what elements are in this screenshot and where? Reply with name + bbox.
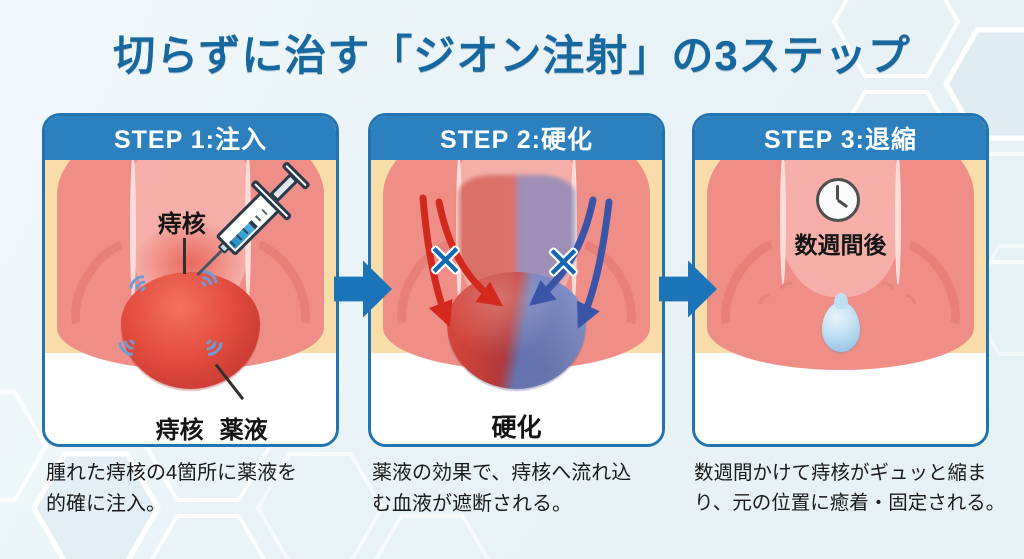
step1-caption: 腫れた痔核の4箇所に薬液を的確に注入。 xyxy=(46,462,298,515)
step2-label-row: 硬化 xyxy=(371,404,662,444)
page-title: 切らずに治す「ジオン注射」の3ステップ xyxy=(113,32,911,79)
drug-solution-label: 薬液 xyxy=(219,417,268,444)
blocked-cross-icon: ✕ xyxy=(427,237,464,286)
clock-icon xyxy=(815,178,860,222)
blocked-cross-icon: ✕ xyxy=(545,239,582,288)
hardened-label: 硬化 xyxy=(491,414,542,442)
step1-panel: STEP 1:注入 痔核 痔核 xyxy=(42,113,339,447)
step3-header: STEP 3:退縮 xyxy=(695,116,986,160)
step2-illustration: ✕ ✕ xyxy=(371,160,662,404)
step1-header: STEP 1:注入 xyxy=(45,116,336,160)
step2-header: STEP 2:硬化 xyxy=(371,116,662,160)
hardening-tint xyxy=(458,174,575,292)
step3-panel: STEP 3:退縮 数週間後 xyxy=(692,113,989,447)
after-weeks-label: 数週間後 xyxy=(794,232,887,258)
hardening-hemorrhoid xyxy=(446,272,587,390)
step1-illustration: 痔核 xyxy=(45,160,336,404)
hemorrhoid-label-top: 痔核 xyxy=(157,211,206,238)
swollen-hemorrhoid xyxy=(120,272,261,390)
shrunken-hemorrhoid xyxy=(821,292,860,352)
step3-caption: 数週間かけて痔核がギュッと縮まり、元の位置に癒着・固定される。 xyxy=(694,462,1006,515)
step1-label-row: 痔核 薬液 xyxy=(45,404,336,444)
pointer-line xyxy=(183,238,186,274)
step3-label-row xyxy=(695,404,986,444)
hemorrhoid-label-bottom: 痔核 xyxy=(155,417,204,444)
blood-flow-arrows xyxy=(419,194,613,329)
step2-panel: STEP 2:硬化 ✕ ✕ 硬化 xyxy=(368,113,665,447)
step3-illustration: 数週間後 xyxy=(695,160,986,404)
step2-caption: 薬液の効果で、痔核へ流れ込む血液が遮断される。 xyxy=(372,462,632,515)
